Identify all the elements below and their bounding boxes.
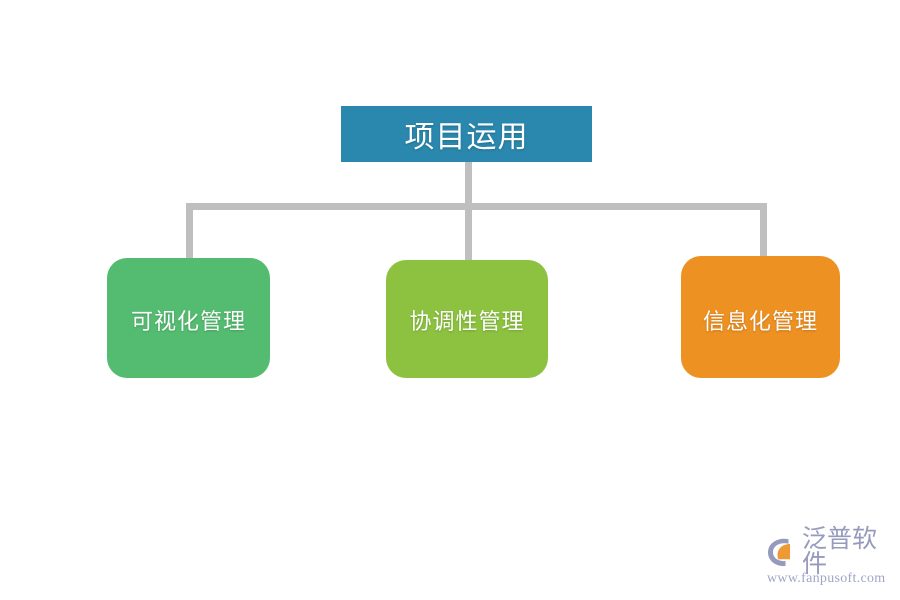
fanpusoft-logo-icon	[768, 538, 790, 567]
connector-drop-left	[186, 203, 193, 261]
watermark-logo: 泛普软件 www.fanpusoft.com	[766, 527, 892, 590]
watermark-brand-name: 泛普软件	[802, 525, 878, 578]
watermark-brand-row: 泛普软件	[766, 527, 892, 577]
watermark-url: www.fanpusoft.com	[767, 571, 886, 586]
connector-drop-right	[760, 203, 767, 259]
node-child-visualization-management[interactable]: 可视化管理	[107, 258, 270, 378]
connector-horizontal-bus	[186, 203, 767, 210]
connector-trunk-vertical	[465, 161, 472, 261]
node-child-informatization-management[interactable]: 信息化管理	[681, 256, 840, 378]
node-root[interactable]: 项目运用	[341, 106, 592, 162]
node-child-coordination-management[interactable]: 协调性管理	[386, 260, 548, 378]
